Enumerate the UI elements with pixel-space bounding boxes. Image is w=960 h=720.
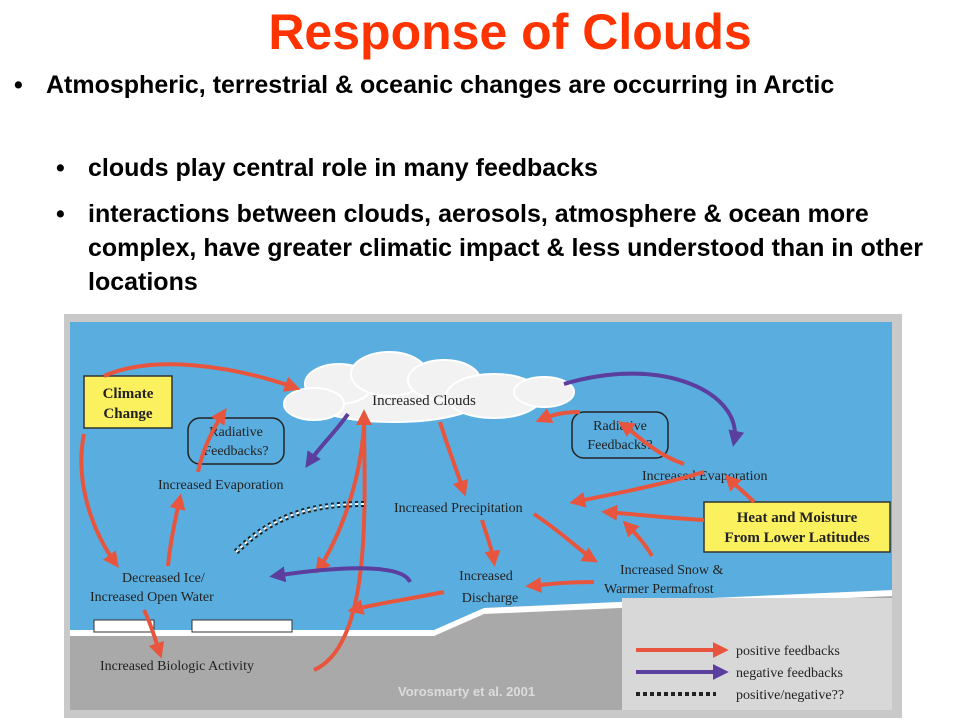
arrow-discharge-to-ice-negative	[269, 566, 412, 584]
radiative-left-line1: Radiative	[209, 425, 263, 440]
bullet-marker: •	[14, 71, 23, 99]
arrow-clouds-to-evaporation-negative	[305, 412, 350, 468]
arrow-snow-to-discharge	[525, 577, 595, 593]
arrow-ice-to-evaporation	[166, 493, 186, 567]
radiative-right-line2: Feedbacks?	[587, 438, 652, 453]
radiative-right-line1: Radiative	[593, 419, 647, 434]
node-evaporation-left: Increased Evaporation	[158, 478, 284, 493]
arrow-evaporation-to-bubble-right	[618, 421, 685, 466]
climate-change-box	[83, 375, 173, 429]
cloud-shape	[283, 351, 575, 423]
legend-positive-label: positive feedbacks	[736, 644, 840, 659]
bullet-clouds-role: • clouds play central role in many feedb…	[56, 151, 928, 185]
arrow-discharge-to-open-water	[347, 590, 445, 615]
arrow-bubble-to-clouds	[535, 408, 581, 423]
legend-panel	[622, 598, 892, 710]
arrow-biologic-to-clouds	[313, 409, 373, 672]
bullet-interactions: • interactions between clouds, aerosols,…	[56, 197, 928, 299]
arrow-climate-to-ice	[79, 433, 119, 568]
heat-moisture-line1: Heat and Moisture	[737, 510, 858, 526]
radiative-feedback-bubble-left	[187, 417, 285, 465]
feedback-diagram: Increased Clouds Climate Change Heat and…	[64, 314, 902, 718]
arrow-water-to-biologic	[142, 609, 165, 659]
node-ice-line1: Decreased Ice/	[122, 571, 205, 586]
arrow-clouds-to-evaporation-right-negative	[563, 371, 745, 447]
arrow-heat-to-evaporation	[724, 474, 756, 504]
arrow-heat-to-precipitation	[601, 504, 705, 522]
bullet-marker: •	[56, 154, 65, 182]
bullet-arctic-changes: • Atmospheric, terrestrial & oceanic cha…	[14, 68, 926, 102]
source-credit: Vorosmarty et al. 2001	[398, 684, 535, 699]
node-snow-line1: Increased Snow &	[620, 563, 724, 578]
legend-negative-label: negative feedbacks	[736, 666, 843, 681]
climate-change-line1: Climate	[103, 386, 154, 402]
radiative-left-line2: Feedbacks?	[203, 444, 268, 459]
node-increased-clouds: Increased Clouds	[372, 393, 476, 409]
node-snow-line2: Warmer Permafrost	[604, 582, 714, 597]
climate-change-line2: Change	[103, 406, 153, 422]
ice-floe-left	[93, 619, 155, 633]
arrow-precipitation-to-snow	[532, 512, 599, 563]
arrow-precipitation-to-discharge	[480, 519, 501, 567]
bullet-text: clouds play central role in many feedbac…	[88, 154, 598, 182]
heat-moisture-line2: From Lower Latitudes	[724, 530, 869, 546]
node-discharge-line1: Increased	[459, 569, 513, 584]
slide-title: Response of Clouds	[268, 4, 752, 60]
arrow-clouds-to-ice	[315, 423, 366, 574]
heat-moisture-box	[703, 501, 891, 553]
node-discharge-line2: Discharge	[462, 591, 519, 606]
node-biologic-activity: Increased Biologic Activity	[100, 659, 254, 674]
arrow-climate-to-clouds	[103, 362, 301, 392]
legend-mixed-label: positive/negative??	[736, 688, 844, 703]
bullet-text: interactions between clouds, aerosols, a…	[88, 200, 923, 296]
arrow-evaporation-to-precipitation	[569, 470, 705, 508]
node-ice-line2: Increased Open Water	[90, 590, 214, 605]
bullet-text: Atmospheric, terrestrial & oceanic chang…	[46, 71, 835, 99]
bullet-marker: •	[56, 200, 65, 228]
arrow-snow-to-precip	[622, 520, 654, 557]
arrow-evaporation-to-bubble	[196, 408, 227, 473]
ice-floe-right	[191, 619, 293, 633]
arrow-clouds-to-precipitation	[438, 421, 469, 497]
radiative-feedback-bubble-right	[571, 411, 669, 459]
node-precipitation: Increased Precipitation	[394, 501, 523, 516]
